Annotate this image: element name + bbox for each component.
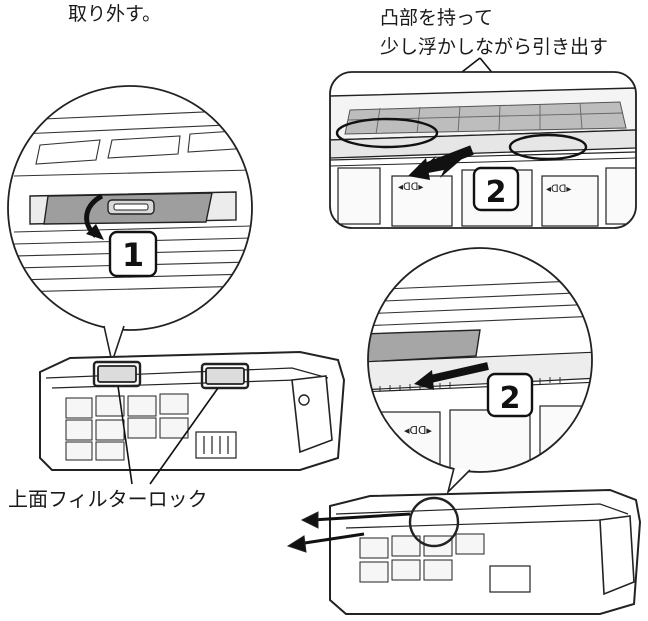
arrow-mark-top-right: ◂ᗡᗡ▸ bbox=[546, 184, 571, 195]
filter-lock-label: 上面フィルターロック bbox=[8, 487, 208, 511]
unit-highlight-circle bbox=[408, 496, 460, 548]
filter-lock-leaders bbox=[117, 385, 219, 485]
lock-highlight-right bbox=[200, 362, 250, 390]
instruction-pull-out: 少し浮かしながら引き出す bbox=[380, 36, 609, 58]
arrow-mark-top-left: ◂ᗡᗡ▸ bbox=[398, 182, 423, 193]
step-1-badge: 1 bbox=[108, 230, 158, 278]
instruction-hold-tab: 凸部を持って bbox=[380, 7, 494, 29]
step-2-badge-top: 2 bbox=[472, 166, 520, 212]
detail-circle-lock: 1 bbox=[7, 85, 253, 331]
ac-unit-left bbox=[39, 350, 346, 471]
instruction-remove: 取り外す。 bbox=[68, 3, 162, 25]
tab-highlight-left bbox=[335, 117, 439, 149]
callout-pointer-pull bbox=[446, 467, 471, 495]
step-2-badge-bottom: 2 bbox=[486, 372, 534, 418]
step-2-bottom-number: 2 bbox=[500, 381, 521, 416]
step-2-top-number: 2 bbox=[486, 175, 507, 210]
filter-pull-arrow-2 bbox=[297, 532, 365, 546]
filter-pull-arrow-1 bbox=[311, 512, 411, 522]
detail-circle-pull: ◂ᗡᗡ▸ 2 bbox=[367, 247, 593, 473]
arrow-mark-bottom: ◂ᗡᗡ▸ bbox=[404, 424, 432, 437]
pull-arrow-bottom bbox=[425, 362, 489, 384]
ac-unit-right bbox=[286, 488, 642, 615]
step-1-number: 1 bbox=[122, 236, 144, 274]
lock-highlight-left bbox=[92, 360, 142, 388]
tab-highlight-right bbox=[508, 133, 588, 161]
detail-panel-pull-filter: ◂ᗡᗡ▸ ◂ᗡᗡ▸ 2 bbox=[329, 71, 637, 229]
